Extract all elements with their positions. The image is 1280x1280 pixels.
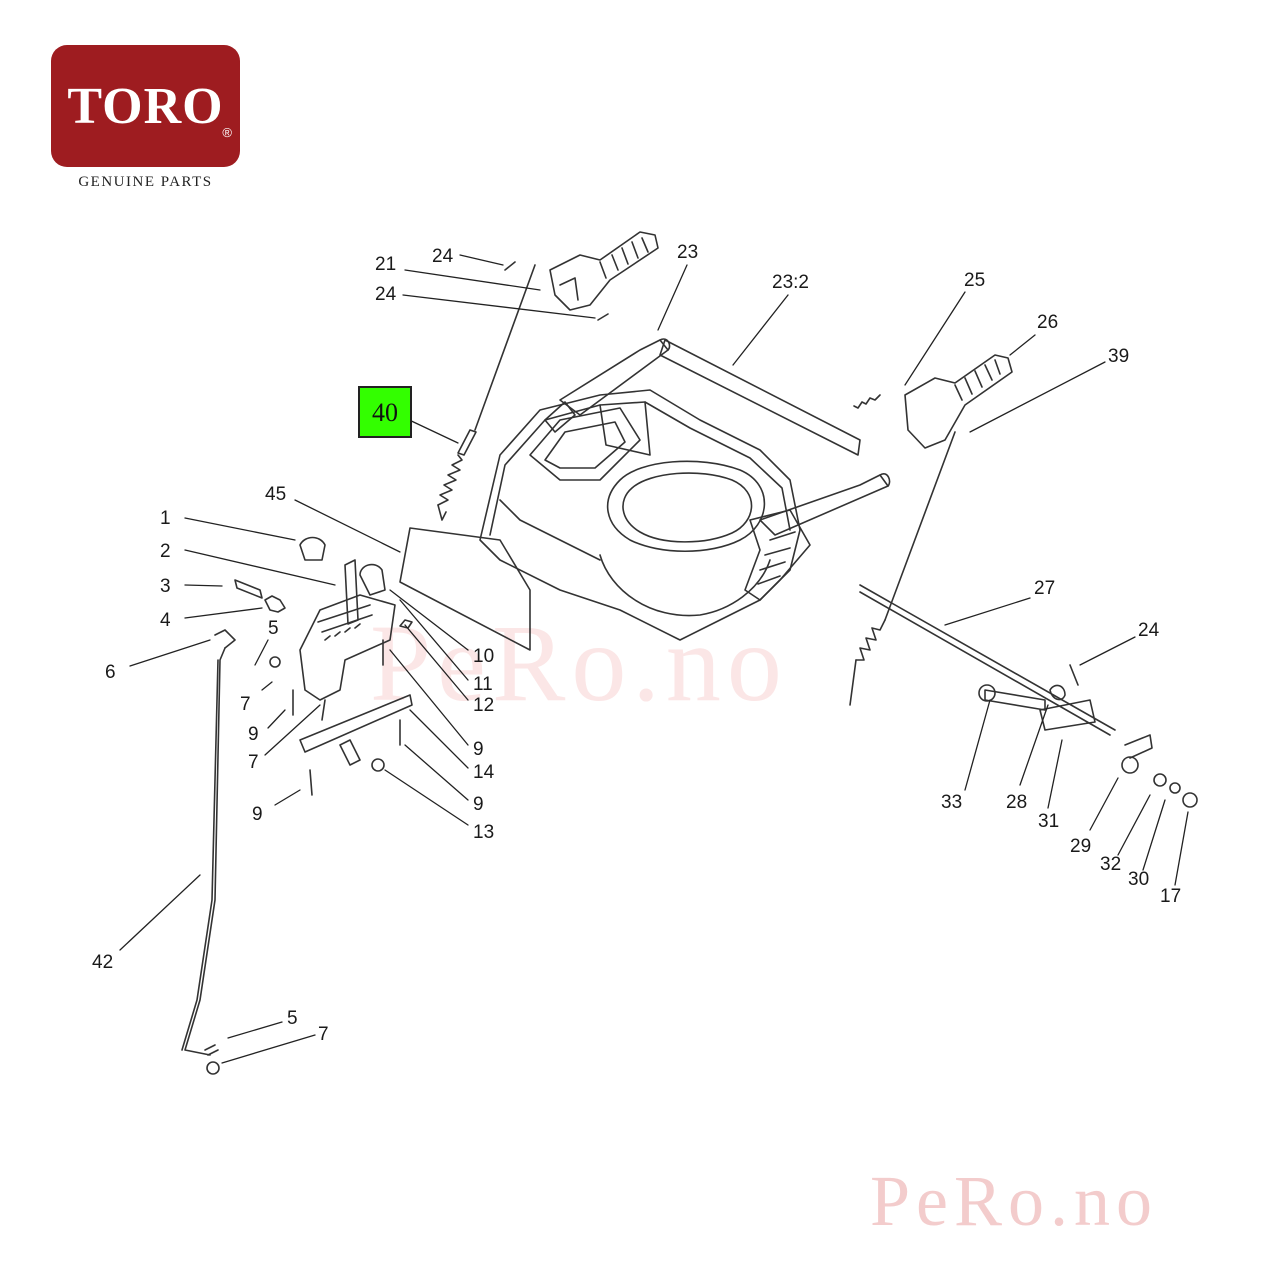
- pin-24-b: [597, 313, 609, 321]
- pin-24-a: [504, 261, 516, 271]
- callout-7: 7: [240, 694, 251, 715]
- highlighted-callout-label: 40: [372, 398, 398, 427]
- callout-17: 17: [1160, 886, 1181, 907]
- highlighted-callout-40[interactable]: 40: [358, 386, 412, 438]
- callout-24: 24: [1138, 620, 1160, 641]
- callout-23: 23: [677, 242, 698, 263]
- callout-5: 5: [268, 618, 279, 639]
- callout-2: 2: [160, 541, 171, 562]
- callout-labels: 1 2 3 4 5 6 7 9 7 9 10 11 12 9 14 9 13 4…: [92, 242, 1181, 1045]
- shaft-27: [859, 584, 1198, 808]
- callout-29: 29: [1070, 836, 1091, 857]
- top-cover: [659, 339, 861, 456]
- callout-31: 31: [1038, 811, 1059, 832]
- watermark-center: PeRo.no: [370, 602, 788, 724]
- callout-39: 39: [1108, 346, 1129, 367]
- callout-6: 6: [105, 662, 116, 683]
- callout-1: 1: [160, 508, 171, 529]
- callout-9: 9: [252, 804, 263, 825]
- callout-9: 9: [473, 794, 484, 815]
- logo-registered-mark: ®: [222, 125, 232, 140]
- callout-11: 11: [473, 674, 493, 695]
- callout-7: 7: [318, 1024, 329, 1045]
- callout-9: 9: [473, 739, 484, 760]
- callout-4: 4: [160, 610, 171, 631]
- callout-14: 14: [473, 762, 495, 783]
- plate-45: [399, 527, 531, 651]
- right-grip-handle: [904, 354, 1013, 449]
- logo-tagline: GENUINE PARTS: [78, 174, 213, 190]
- watermark-corner: PeRo.no: [870, 1161, 1159, 1241]
- callout-30: 30: [1128, 869, 1149, 890]
- callout-26: 26: [1037, 312, 1058, 333]
- callout-33: 33: [941, 792, 962, 813]
- callout-23-2: 23:2: [772, 272, 809, 293]
- callout-45: 45: [265, 484, 286, 505]
- callout-42: 42: [92, 952, 113, 973]
- rod-42: [181, 629, 236, 1075]
- rod-39: [849, 431, 956, 706]
- callout-25: 25: [964, 270, 985, 291]
- callout-32: 32: [1100, 854, 1121, 875]
- shift-bracket: [234, 536, 413, 796]
- toro-logo: TORO ®: [51, 45, 240, 167]
- callout-24: 24: [375, 284, 397, 305]
- callout-7: 7: [248, 752, 259, 773]
- logo-brand: TORO: [67, 78, 224, 135]
- callout-13: 13: [473, 822, 494, 843]
- callout-28: 28: [1006, 792, 1027, 813]
- callout-27: 27: [1034, 578, 1055, 599]
- callout-12: 12: [473, 695, 494, 716]
- spring-40: [437, 264, 536, 521]
- callout-5: 5: [287, 1008, 298, 1029]
- callout-21: 21: [375, 254, 396, 275]
- leader-lines: [119, 254, 1189, 1064]
- left-grip-handle: [549, 231, 659, 311]
- callout-10: 10: [473, 646, 494, 667]
- callout-9: 9: [248, 724, 259, 745]
- callout-24: 24: [432, 246, 454, 267]
- dash-panel: [479, 338, 891, 641]
- spring-25: [853, 394, 881, 409]
- callout-3: 3: [160, 576, 171, 597]
